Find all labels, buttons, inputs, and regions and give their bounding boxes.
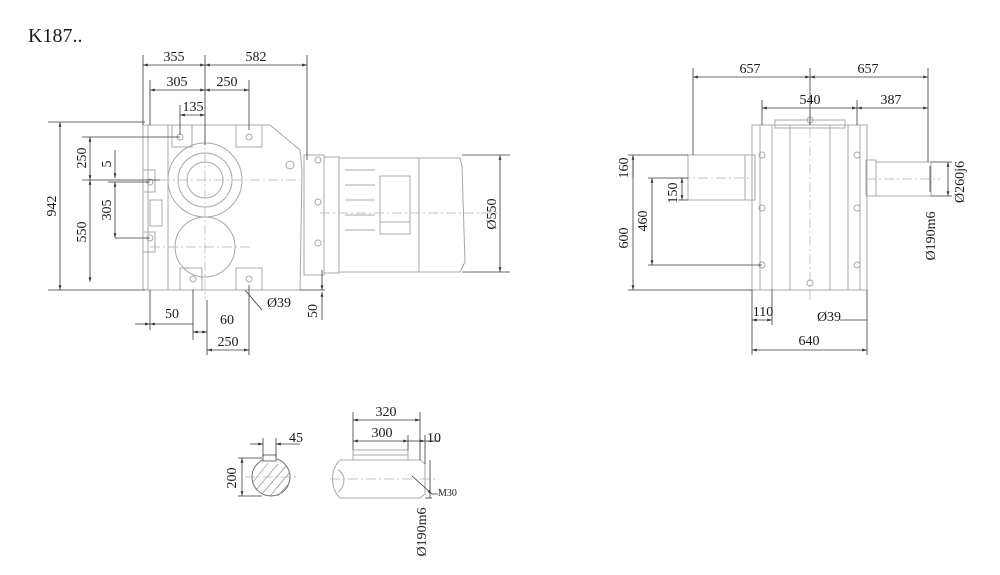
dim-45: 45 — [289, 431, 303, 446]
dim-50-right: 50 — [306, 304, 321, 318]
motor-body — [303, 154, 466, 276]
dim-600: 600 — [617, 228, 632, 249]
dim-250-bottom: 250 — [218, 335, 239, 350]
dim-dia260j6: Ø260j6 — [953, 161, 968, 203]
dim-540: 540 — [800, 93, 821, 108]
dim-460: 460 — [636, 211, 651, 232]
dim-550-left: 550 — [75, 222, 90, 243]
dim-10: 10 — [427, 431, 441, 446]
dim-305-left: 305 — [100, 200, 115, 221]
dim-50-bottom: 50 — [165, 307, 179, 322]
dim-250-top: 250 — [217, 75, 238, 90]
gearbox-housing — [142, 124, 303, 291]
dim-582: 582 — [246, 50, 267, 65]
shaft-cross-section: 45 200 — [225, 431, 303, 497]
dim-dia190m6-side: Ø190m6 — [924, 212, 939, 261]
dim-657-left: 657 — [740, 62, 761, 77]
dim-m30: M30 — [438, 488, 457, 499]
dim-387: 387 — [881, 93, 902, 108]
dim-dia39-front: Ø39 — [267, 296, 291, 311]
side-housing — [744, 116, 877, 291]
dim-5: 5 — [100, 161, 115, 168]
dim-dia39-side: Ø39 — [817, 310, 841, 325]
dim-640: 640 — [799, 334, 820, 349]
dim-160: 160 — [617, 158, 632, 179]
shaft-detail: 320 300 10 M30 Ø190m6 — [330, 405, 457, 557]
dim-942: 942 — [45, 196, 60, 217]
drawing-title: K187.. — [28, 25, 82, 47]
side-dimension-lines — [628, 68, 952, 355]
dim-300: 300 — [372, 426, 393, 441]
dim-305-top: 305 — [167, 75, 188, 90]
dim-110: 110 — [753, 305, 773, 320]
dim-320: 320 — [376, 405, 397, 420]
front-dimension-lines — [48, 55, 510, 355]
side-view: 657 657 540 387 160 600 460 150 Ø260j6 Ø… — [617, 62, 968, 355]
dim-150: 150 — [666, 183, 681, 204]
side-shafts — [687, 154, 932, 201]
dim-250-left: 250 — [75, 148, 90, 169]
front-view: 355 582 305 250 135 942 250 550 5 305 50… — [45, 50, 510, 355]
dim-60: 60 — [220, 313, 234, 328]
dim-657-right: 657 — [858, 62, 879, 77]
dim-355: 355 — [164, 50, 185, 65]
dim-dia190m6-detail: Ø190m6 — [415, 508, 430, 557]
dim-200: 200 — [225, 468, 240, 489]
dim-135: 135 — [183, 100, 204, 115]
dim-dia550: Ø550 — [485, 198, 500, 229]
